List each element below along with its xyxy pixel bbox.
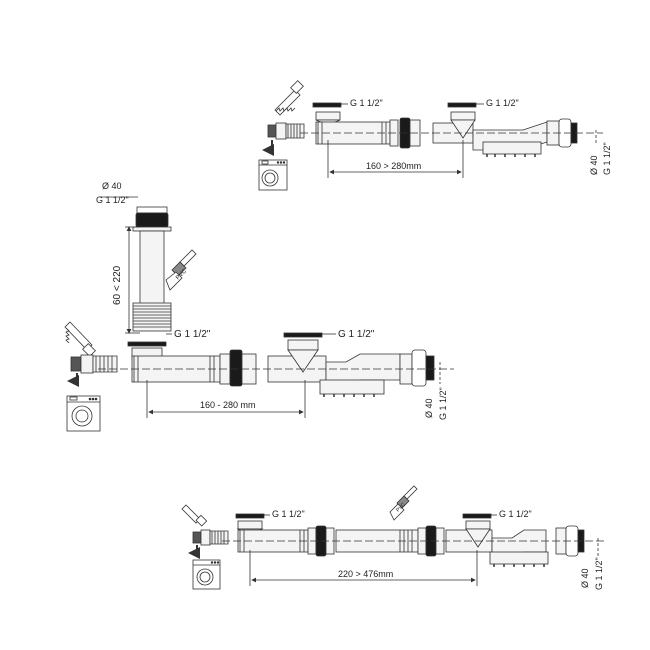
top-thread-right-label: G 1 1/2" — [486, 98, 519, 108]
glue-brush-icon — [165, 249, 197, 291]
washing-machine-icon — [66, 395, 101, 432]
inlet-connector — [267, 122, 305, 140]
top-outlet-dia-label: Ø 40 — [589, 155, 599, 175]
top-outlet-thread-label: G 1 1/2" — [602, 142, 612, 175]
middle-dimension-label: 160 - 280 mm — [200, 400, 256, 410]
diagram-top — [258, 80, 603, 191]
bottom-thread-left-label: G 1 1/2" — [272, 509, 305, 519]
saw-icon — [64, 321, 96, 357]
washing-machine-icon — [192, 559, 221, 590]
saw-icon — [181, 504, 208, 527]
diagram-middle — [64, 196, 454, 432]
diagram-bottom — [181, 485, 606, 590]
arrow-down-icon — [188, 545, 200, 559]
glue-brush-icon — [389, 485, 418, 521]
middle-outlet-dia-label: Ø 40 — [424, 398, 434, 418]
middle-outlet-thread-label: G 1 1/2" — [438, 387, 448, 420]
top-thread-left-label: G 1 1/2" — [350, 98, 383, 108]
middle-thread-left-label: G 1 1/2" — [174, 329, 211, 340]
bottom-pvc-label: PVC — [395, 502, 407, 514]
saw-icon — [274, 80, 304, 116]
middle-vertical-dimension-label: 60 < 220 — [112, 265, 123, 305]
top-dimension-label: 160 > 280mm — [366, 161, 421, 171]
bottom-thread-right-label: G 1 1/2" — [499, 509, 532, 519]
bottom-outlet-thread-label: G 1 1/2" — [594, 557, 604, 590]
washing-machine-icon — [258, 159, 288, 191]
bottom-dimension-label: 220 > 476mm — [338, 569, 393, 579]
bottom-outlet-dia-label: Ø 40 — [580, 568, 590, 588]
middle-top-thread-label: G 1 1/2" — [96, 195, 129, 205]
middle-top-dia-label: Ø 40 — [102, 181, 122, 191]
inlet-connector — [192, 529, 229, 546]
middle-thread-right-label: G 1 1/2" — [338, 329, 375, 340]
arrow-down-icon — [262, 140, 274, 156]
arrow-down-icon — [67, 373, 79, 387]
inlet-connector — [70, 354, 118, 374]
